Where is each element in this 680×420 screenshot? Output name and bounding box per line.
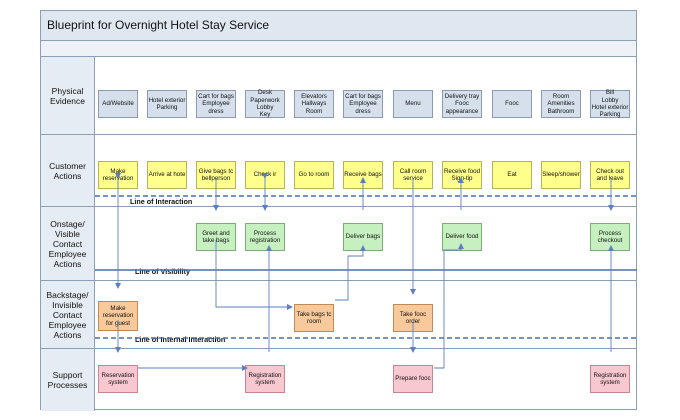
lane-physical-evidence: Physical Evidence Ad/Website Hotel exter…: [41, 57, 636, 135]
customer-call-room-service: Call room service: [393, 161, 433, 189]
lane-label-cell: Customer Actions: [41, 135, 95, 206]
customer-receive-food: Receive food Sign-tip: [442, 161, 482, 189]
customer-sleep-shower: Sleep/shower: [541, 161, 581, 189]
customer-eat: Eat: [492, 161, 532, 189]
lane-label-physical: Physical Evidence: [50, 85, 85, 106]
lane-body-physical: Ad/Website Hotel exterior Parking Cart f…: [95, 57, 636, 134]
lane-label-cell: Support Processes: [41, 349, 95, 411]
lane-body-customer: Make reservation Arrive at hote Give bag…: [95, 135, 636, 206]
physical-cart-for-bags: Cart for bags Employee dress: [196, 90, 236, 118]
header-spacer: [41, 41, 636, 57]
physical-delivery-tray: Delivery tray Fooc appearance: [442, 90, 482, 118]
customer-give-bags: Give bags tc bellperson: [196, 161, 236, 189]
physical-cart-for-bags-2: Cart for bags Employee dress: [343, 90, 383, 118]
lane-label-onstage: Onstage/ Visible Contact Employee Action…: [48, 218, 87, 269]
physical-elevators: Elevators Hallways Room: [294, 90, 334, 118]
support-registration-system: Registration system: [245, 365, 285, 393]
blueprint-frame: Blueprint for Overnight Hotel Stay Servi…: [40, 10, 637, 411]
line-of-interaction-label: Line of Interaction: [130, 197, 193, 206]
backstage-make-reservation: Make reservation for guest: [98, 301, 138, 331]
lane-label-cell: Physical Evidence: [41, 57, 95, 134]
lane-body-onstage: Greet and take bags Process registration…: [95, 207, 636, 280]
diagram-title: Blueprint for Overnight Hotel Stay Servi…: [47, 18, 270, 32]
customer-make-reservation: Make reservation: [98, 161, 138, 189]
physical-hotel-exterior: Hotel exterior Parking: [147, 90, 187, 118]
physical-bill-lobby: Bill Lobby Hotel exterior Parking: [590, 89, 630, 119]
backstage-take-bags-to-room: Take bags tc room: [294, 304, 334, 332]
customer-go-to-room: Go to room: [294, 161, 334, 189]
support-registration-system-2: Registration system: [590, 365, 630, 393]
lane-label-customer: Customer Actions: [49, 160, 86, 181]
lane-label-backstage: Backstage/ Invisible Contact Employee Ac…: [46, 289, 89, 340]
customer-check-out: Check out and leave: [590, 161, 630, 189]
lane-backstage-actions: Backstage/ Invisible Contact Employee Ac…: [41, 281, 636, 349]
onstage-greet-and-take-bags: Greet and take bags: [196, 223, 236, 251]
customer-receive-bags: Receive bags: [343, 161, 383, 189]
backstage-take-food-order: Take fooc order: [393, 304, 433, 332]
onstage-deliver-bags: Deliver bags: [343, 223, 383, 251]
customer-check-in: Check ir: [245, 161, 285, 189]
onstage-process-registration: Process registration: [245, 223, 285, 251]
lane-label-cell: Backstage/ Invisible Contact Employee Ac…: [41, 281, 95, 348]
support-reservation-system: Reservation system: [98, 365, 138, 393]
line-of-internal-interaction-label: Line of Internal Interaction: [135, 335, 226, 344]
onstage-deliver-food: Deliver food: [442, 223, 482, 251]
customer-arrive-at-hotel: Arrive at hote: [147, 161, 187, 189]
lane-support-processes: Support Processes Reservation system Reg…: [41, 349, 636, 411]
title-bar: Blueprint for Overnight Hotel Stay Servi…: [41, 11, 636, 41]
physical-menu: Menu: [393, 90, 433, 118]
lane-label-support: Support Processes: [47, 370, 88, 390]
onstage-process-checkout: Process checkout: [590, 223, 630, 251]
line-of-visibility-label: Line of Visibility: [135, 267, 190, 276]
physical-desk-paperwork: Desk Paperwork Lobby Key: [245, 89, 285, 118]
physical-room-amenities: Room Amenities Bathroom: [541, 90, 581, 118]
lane-customer-actions: Customer Actions Make reservation Arrive…: [41, 135, 636, 207]
lane-onstage-actions: Onstage/ Visible Contact Employee Action…: [41, 207, 636, 281]
physical-food: Fooc: [492, 90, 532, 118]
lane-label-cell: Onstage/ Visible Contact Employee Action…: [41, 207, 95, 280]
lane-body-backstage: Make reservation for guest Take bags tc …: [95, 281, 636, 348]
lane-body-support: Reservation system Registration system P…: [95, 349, 636, 411]
physical-ad-website: Ad/Website: [98, 90, 138, 118]
support-prepare-food: Prepare fooc: [393, 365, 433, 393]
